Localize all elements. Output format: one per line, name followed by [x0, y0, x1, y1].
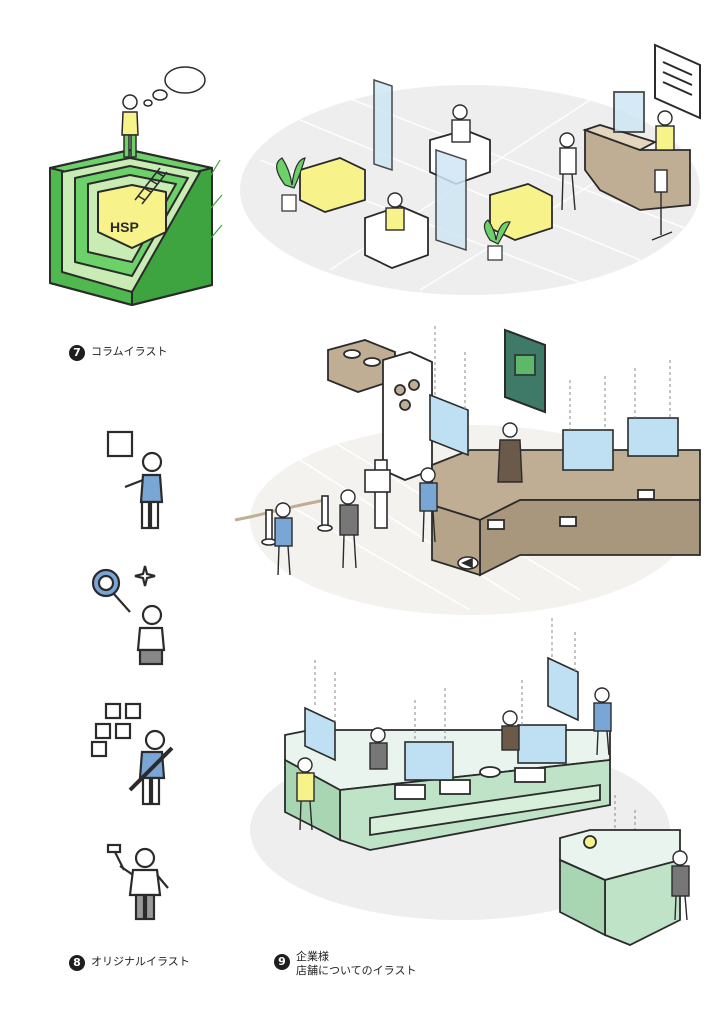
ladder [134, 167, 168, 205]
figure-frame [106, 430, 164, 530]
figure-squares [90, 702, 174, 806]
caption-9: 9 企業様 店舗についてのイラスト [274, 950, 416, 978]
caption-text-9-line1: 企業様 [296, 950, 329, 963]
caption-number-8: 8 [69, 955, 85, 971]
showcase-scene [250, 618, 690, 946]
caption-number-7: 7 [69, 345, 85, 361]
caption-8: 8 オリジナルイラスト [69, 955, 190, 971]
caption-text-8: オリジナルイラスト [91, 955, 190, 968]
caption-7: 7 コラムイラスト [69, 345, 167, 361]
maze-cube [49, 149, 213, 306]
lobby-wall-sign [654, 43, 701, 120]
caption-number-9: 9 [274, 954, 290, 970]
thought-bubble [143, 66, 206, 107]
figure-magnifier [91, 565, 166, 666]
hsp-badge: HSP [110, 219, 139, 235]
caption-text-7: コラムイラスト [91, 345, 168, 358]
lobby-scene [240, 43, 701, 295]
thinking-figure [121, 94, 139, 158]
counter-scene [234, 326, 701, 615]
caption-text-9-line2: 店舗についてのイラスト [296, 964, 417, 977]
figure-hammer [106, 843, 169, 921]
counter-wall-board [504, 328, 546, 414]
